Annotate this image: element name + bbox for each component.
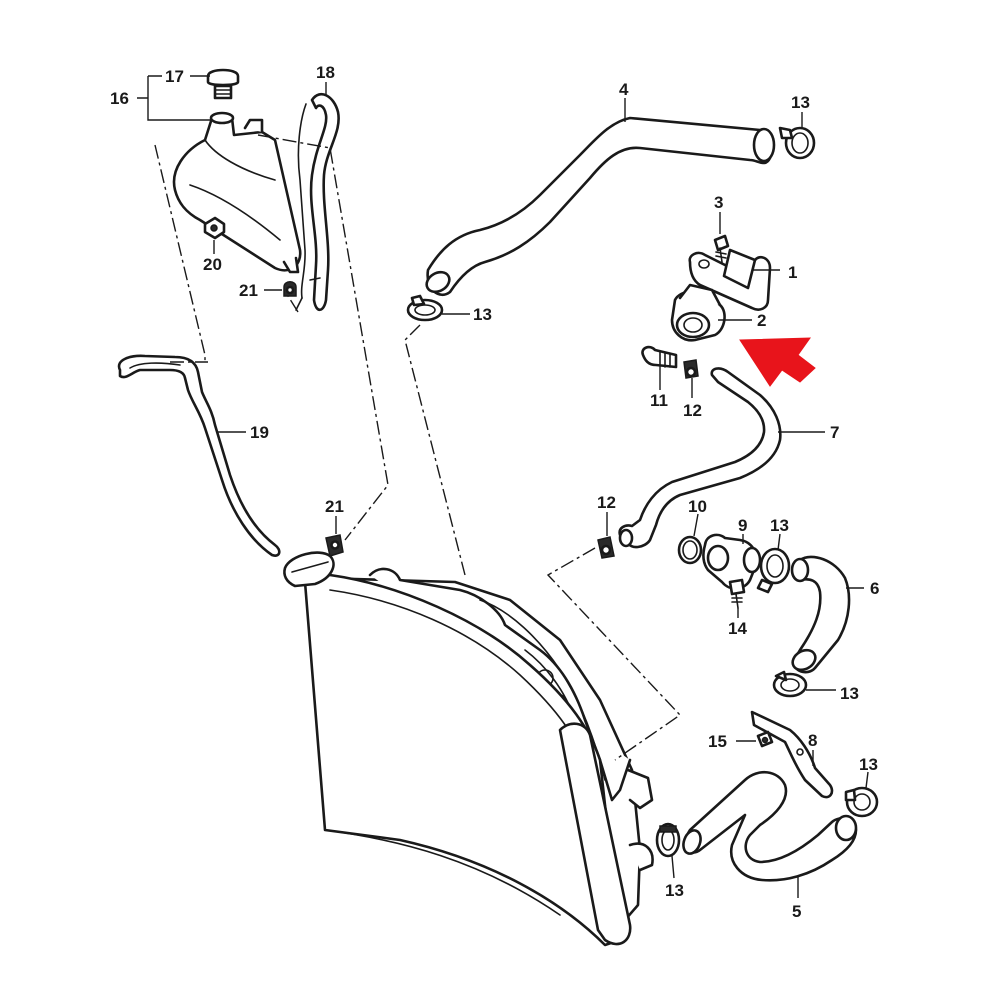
o-ring-10 xyxy=(677,535,703,565)
bolt-11 xyxy=(641,345,678,369)
callout-9: 9 xyxy=(738,516,747,535)
callout-10: 10 xyxy=(688,497,707,516)
hose-18 xyxy=(295,93,340,312)
alignment-lines xyxy=(154,134,682,761)
callout-13-hose5-left: 13 xyxy=(665,881,684,900)
callout-12-lower: 12 xyxy=(597,493,616,512)
callout-21-lower: 21 xyxy=(325,497,344,516)
hose-19 xyxy=(117,354,281,557)
bolt-15 xyxy=(756,730,774,748)
callout-12-upper: 12 xyxy=(683,401,702,420)
hose-clamp-13-e xyxy=(844,786,879,818)
red-arrow-icon xyxy=(739,337,816,387)
callout-14: 14 xyxy=(728,619,747,638)
callout-16: 16 xyxy=(110,89,129,108)
hose-4 xyxy=(425,116,776,297)
water-inlet-fitting-9 xyxy=(702,533,762,590)
hose-clamp-13-f xyxy=(655,822,681,858)
clamp-12-upper xyxy=(683,359,699,379)
hose-5 xyxy=(682,771,858,882)
callout-13-hose5-right: 13 xyxy=(859,755,878,774)
callout-13-middle: 13 xyxy=(473,305,492,324)
hose-clamp-13-a xyxy=(778,126,816,160)
clamp-12-lower xyxy=(597,536,615,559)
callout-15: 15 xyxy=(708,732,727,751)
hose-clamp-13-d xyxy=(772,670,808,698)
callout-1: 1 xyxy=(788,263,797,282)
thermostat xyxy=(670,283,726,342)
leader-lines xyxy=(137,75,869,898)
hose-6 xyxy=(790,555,851,674)
callout-6: 6 xyxy=(870,579,879,598)
bolt-20 xyxy=(203,216,226,240)
hose-clamp-13-c xyxy=(756,547,791,594)
hose-7 xyxy=(618,367,782,549)
callout-3: 3 xyxy=(714,193,723,212)
callout-11: 11 xyxy=(650,391,668,410)
callout-18: 18 xyxy=(316,63,335,82)
callout-19: 19 xyxy=(250,423,269,442)
clamp-21-lower xyxy=(325,534,344,557)
callout-13-fitting: 13 xyxy=(770,516,789,535)
bolt-3 xyxy=(713,234,730,263)
callout-7: 7 xyxy=(830,423,839,442)
reservoir-tank xyxy=(172,111,302,274)
reservoir-cap xyxy=(206,68,240,100)
clamp-21-upper xyxy=(283,281,297,297)
callout-17: 17 xyxy=(165,67,184,86)
callout-8: 8 xyxy=(808,731,817,750)
bolt-14 xyxy=(728,578,746,609)
callout-2: 2 xyxy=(757,311,766,330)
thermostat-cover xyxy=(688,248,772,311)
callout-5: 5 xyxy=(792,902,801,921)
callout-4: 4 xyxy=(619,80,629,99)
callouts: 1 2 3 4 5 6 7 8 9 10 11 12 12 13 13 13 1… xyxy=(110,63,879,921)
radiator xyxy=(283,551,654,947)
hose-clamp-13-b xyxy=(406,294,444,322)
callout-13-top: 13 xyxy=(791,93,810,112)
callout-13-hose6: 13 xyxy=(840,684,859,703)
callout-21-upper: 21 xyxy=(239,281,258,300)
callout-20: 20 xyxy=(203,255,222,274)
bracket-8 xyxy=(750,710,834,799)
